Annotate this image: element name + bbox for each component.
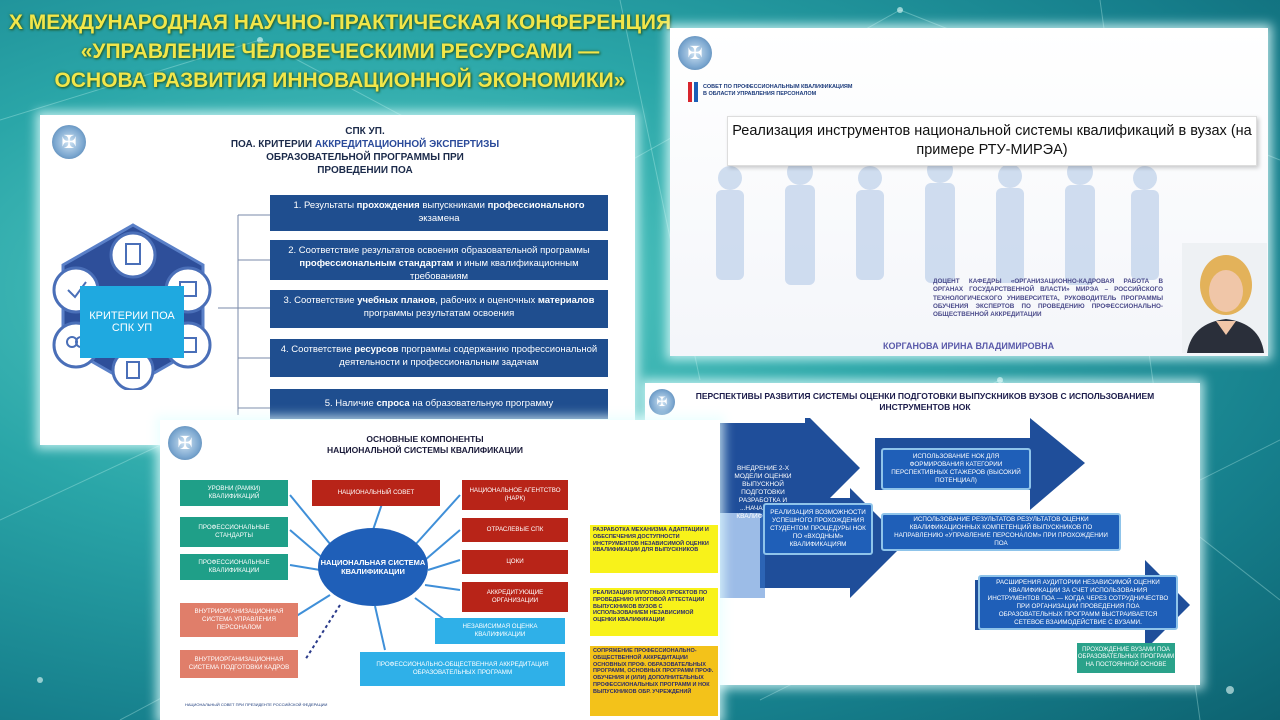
item-text: программы результатам освоения bbox=[363, 308, 515, 319]
heading-line: НАЦИОНАЛЬНОЙ СИСТЕМЫ КВАЛИФИКАЦИИ bbox=[326, 445, 524, 455]
item-bold: спроса bbox=[376, 398, 410, 409]
center-text: КРИТЕРИИ ПОА bbox=[89, 310, 175, 322]
people-silhouettes bbox=[716, 157, 1159, 285]
council-logo-icon bbox=[688, 82, 700, 102]
heading-line: ОСНОВНЫЕ КОМПОНЕНТЫ bbox=[366, 434, 484, 444]
title-line-3: ОСНОВА РАЗВИТИЯ ИННОВАЦИОННОЙ ЭКОНОМИКИ» bbox=[54, 69, 626, 92]
item-bold: профессионального bbox=[487, 200, 585, 211]
criteria-center-box: КРИТЕРИИ ПОА СПК УП bbox=[80, 286, 184, 358]
item-text: 3. Соответствие bbox=[283, 295, 358, 306]
yellow-note: РЕАЛИЗАЦИЯ ПИЛОТНЫХ ПРОЕКТОВ ПО ПРОВЕДЕН… bbox=[590, 588, 718, 636]
speaker-name: КОРГАНОВА ИРИНА ВЛАДИМИРОВНА bbox=[883, 341, 1055, 351]
item-text: , рабочих и оценочных bbox=[435, 295, 538, 306]
item-bold: ресурсов bbox=[354, 344, 399, 355]
criteria-item: 4. Соответствие ресурсов программы содер… bbox=[270, 339, 608, 377]
item-text: на образовательную программу bbox=[409, 398, 554, 409]
slide-footer-logo: НАЦИОНАЛЬНЫЙ СОВЕТ ПРИ ПРЕЗИДЕНТЕ РОССИЙ… bbox=[185, 702, 328, 707]
yellow-note: СОПРЯЖЕНИЕ ПРОФЕССИОНАЛЬНО-ОБЩЕСТВЕННОЙ … bbox=[590, 646, 718, 716]
stage-green-box: ПРОХОЖДЕНИЕ ВУЗАМИ ПОА ОБРАЗОВАТЕЛЬНЫХ П… bbox=[1077, 643, 1175, 673]
slide-perspectives-heading: ПЕРСПЕКТИВЫ РАЗВИТИЯ СИСТЕМЫ ОЦЕНКИ ПОДГ… bbox=[695, 391, 1155, 412]
component-arrows bbox=[289, 494, 461, 661]
heading-text: ПОА. КРИТЕРИИ bbox=[230, 139, 315, 150]
stage-box-3: ИСПОЛЬЗОВАНИЕ НОК ДЛЯ ФОРМИРОВАНИЯ КАТЕГ… bbox=[881, 448, 1031, 490]
slide-perspectives: ✠ ПЕРСПЕКТИВЫ РАЗВИТИЯ СИСТЕМЫ ОЦЕНКИ ПО… bbox=[645, 383, 1200, 685]
heading-text: ОБРАЗОВАТЕЛЬНОЙ ПРОГРАММЫ ПРИ bbox=[266, 152, 464, 163]
slide-title-speaker: ✠ СОВЕТ ПО ПРОФЕССИОНАЛЬНЫМ КВАЛИФИКАЦИЯ… bbox=[670, 28, 1268, 356]
criteria-item: 2. Соответствие результатов освоения обр… bbox=[270, 240, 608, 282]
item-bold: учебных планов bbox=[357, 295, 436, 306]
stage-box-5: РАСШИРЕНИЯ АУДИТОРИИ НЕЗАВИСИМОЙ ОЦЕНКИ … bbox=[978, 575, 1178, 630]
slide-criteria: ✠ СПК УП. ПОА. КРИТЕРИИ АККРЕДИТАЦИОННОЙ… bbox=[40, 115, 635, 445]
item-bold: профессиональным стандартам bbox=[299, 258, 454, 269]
logo-line: СОВЕТ ПО ПРОФЕССИОНАЛЬНЫМ КВАЛИФИКАЦИЯМ bbox=[703, 84, 853, 90]
item-text: 5. Наличие bbox=[324, 398, 377, 409]
component-internal-hr: ВНУТРИОРГАНИЗАЦИОННАЯ СИСТЕМА УПРАВЛЕНИЯ… bbox=[180, 603, 298, 637]
emblem-icon: ✠ bbox=[649, 389, 675, 415]
heading-line: ПРОВЕДЕНИИ ПОА bbox=[317, 165, 413, 176]
emblem-icon: ✠ bbox=[168, 426, 202, 460]
component-nark: НАЦИОНАЛЬНОЕ АГЕНТСТВО (НАРК) bbox=[462, 480, 568, 510]
title-line-1: X МЕЖДУНАРОДНАЯ НАУЧНО-ПРАКТИЧЕСКАЯ КОНФ… bbox=[8, 11, 672, 34]
item-bold: прохождения bbox=[356, 200, 420, 211]
component-prof-qualifications: ПРОФЕССИОНАЛЬНЫЕ КВАЛИФИКАЦИИ bbox=[180, 554, 288, 580]
heading-line: СПК УП. bbox=[345, 126, 385, 137]
item-text: 1. Результаты bbox=[293, 200, 357, 211]
slide-criteria-heading: СПК УП. ПОА. КРИТЕРИИ АККРЕДИТАЦИОННОЙ Э… bbox=[180, 125, 550, 177]
stage-box-4: ИСПОЛЬЗОВАНИЕ РЕЗУЛЬТАТОВ РЕЗУЛЬТАТОВ ОЦ… bbox=[881, 513, 1121, 551]
item-text: 2. Соответствие результатов освоения обр… bbox=[288, 245, 590, 256]
criteria-item: 5. Наличие спроса на образовательную про… bbox=[270, 389, 608, 419]
emblem-icon: ✠ bbox=[52, 125, 86, 159]
center-text: СПК УП bbox=[111, 322, 153, 334]
title-line-2: «УПРАВЛЕНИЕ ЧЕЛОВЕЧЕСКИМИ РЕСУРСАМИ — bbox=[80, 40, 600, 63]
component-national-council: НАЦИОНАЛЬНЫЙ СОВЕТ bbox=[312, 480, 440, 506]
slide-components-heading: ОСНОВНЫЕ КОМПОНЕНТЫ НАЦИОНАЛЬНОЙ СИСТЕМЫ… bbox=[275, 434, 575, 456]
presentation-title: Реализация инструментов национальной сис… bbox=[727, 116, 1257, 166]
item-bold: материалов bbox=[537, 295, 595, 306]
component-spk: ОТРАСЛЕВЫЕ СПК bbox=[462, 518, 568, 542]
component-independent-assessment: НЕЗАВИСИМАЯ ОЦЕНКА КВАЛИФИКАЦИИ bbox=[435, 618, 565, 644]
component-accrediting: АККРЕДИТУЮЩИЕ ОРГАНИЗАЦИИ bbox=[462, 582, 568, 612]
council-logo-text: СОВЕТ ПО ПРОФЕССИОНАЛЬНЫМ КВАЛИФИКАЦИЯМ … bbox=[703, 84, 863, 98]
yellow-note: РАЗРАБОТКА МЕХАНИЗМА АДАПТАЦИИ И ОБЕСПЕЧ… bbox=[590, 525, 718, 573]
heading-line: ПОА. КРИТЕРИИ АККРЕДИТАЦИОННОЙ ЭКСПЕРТИЗ… bbox=[180, 138, 550, 164]
stage-box-2: РЕАЛИЗАЦИЯ ВОЗМОЖНОСТИ УСПЕШНОГО ПРОХОЖД… bbox=[763, 503, 873, 555]
component-prof-accreditation: ПРОФЕССИОНАЛЬНО-ОБЩЕСТВЕННАЯ АККРЕДИТАЦИ… bbox=[360, 652, 565, 686]
conference-title: X МЕЖДУНАРОДНАЯ НАУЧНО-ПРАКТИЧЕСКАЯ КОНФ… bbox=[0, 8, 680, 95]
slide-components: ✠ ОСНОВНЫЕ КОМПОНЕНТЫ НАЦИОНАЛЬНОЙ СИСТЕ… bbox=[160, 420, 720, 720]
component-internal-training: ВНУТРИОРГАНИЗАЦИОННАЯ СИСТЕМА ПОДГОТОВКИ… bbox=[180, 650, 298, 678]
heading-highlight: АККРЕДИТАЦИОННОЙ ЭКСПЕРТИЗЫ bbox=[314, 139, 500, 150]
logo-line: В ОБЛАСТИ УПРАВЛЕНИЯ ПЕРСОНАЛОМ bbox=[703, 91, 817, 97]
component-levels: УРОВНИ (РАМКИ) КВАЛИФИКАЦИЙ bbox=[180, 480, 288, 506]
component-tsoki: ЦОКИ bbox=[462, 550, 568, 574]
component-prof-standards: ПРОФЕССИОНАЛЬНЫЕ СТАНДАРТЫ bbox=[180, 517, 288, 547]
speaker-description: ДОЦЕНТ КАФЕДРЫ «ОРГАНИЗАЦИОННО-КАДРОВАЯ … bbox=[933, 278, 1163, 319]
item-text: и иным квалификационным требованиям bbox=[410, 258, 579, 282]
criteria-item: 3. Соответствие учебных планов, рабочих … bbox=[270, 290, 608, 328]
emblem-icon: ✠ bbox=[678, 36, 712, 70]
national-system-center: НАЦИОНАЛЬНАЯ СИСТЕМА КВАЛИФИКАЦИИ bbox=[318, 528, 428, 606]
speaker-photo bbox=[1182, 243, 1267, 353]
item-text: экзамена bbox=[418, 213, 460, 224]
connector-lines bbox=[218, 214, 270, 415]
item-text: 4. Соответствие bbox=[280, 344, 355, 355]
item-text: выпускниками bbox=[419, 200, 488, 211]
criteria-item: 1. Результаты прохождения выпускниками п… bbox=[270, 195, 608, 231]
item-text: программы содержанию профессиональной де… bbox=[339, 344, 598, 368]
